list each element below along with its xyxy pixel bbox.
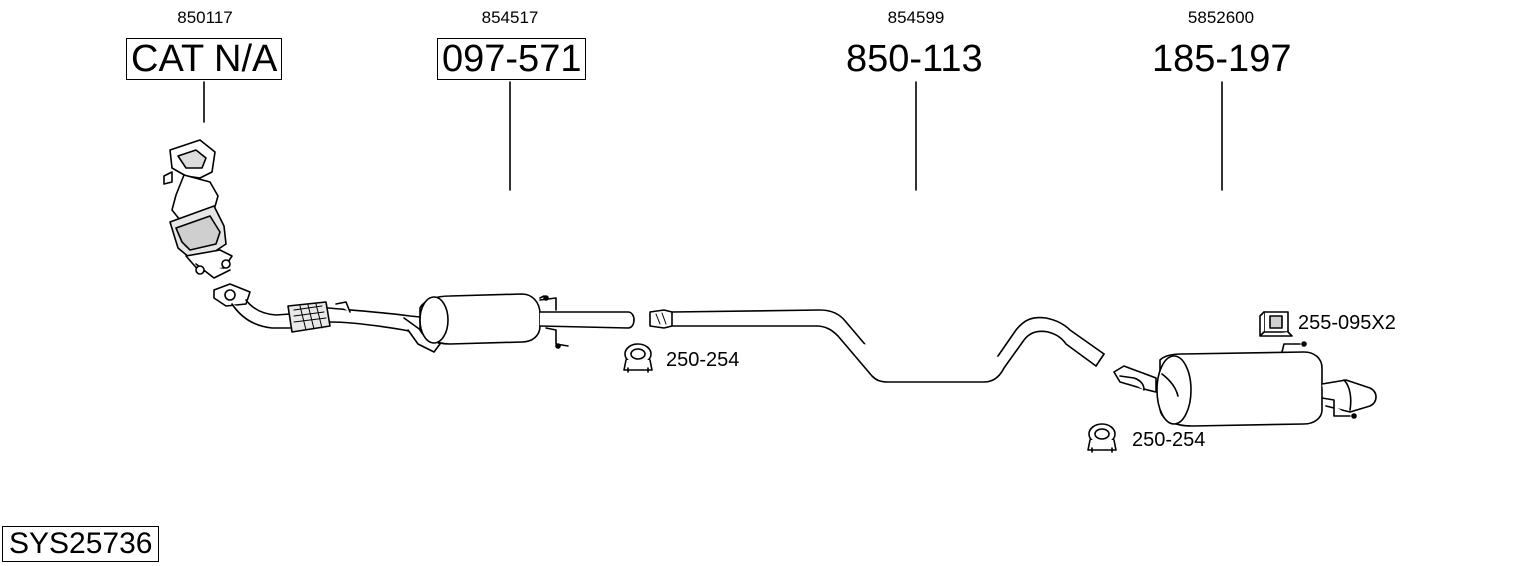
clamp-2-label[interactable]: 250-254 xyxy=(1132,429,1206,451)
front-pipe-icon xyxy=(213,283,441,353)
part-3-ref: 854599 xyxy=(887,8,945,27)
part-1-number[interactable]: CAT N/A xyxy=(126,38,283,80)
rubber-mount-icon xyxy=(1259,311,1293,337)
system-code: SYS25736 xyxy=(2,526,160,562)
middle-pipe-icon xyxy=(649,309,1105,383)
part-4-ref: 5852600 xyxy=(1187,8,1255,27)
clamp-1-label[interactable]: 250-254 xyxy=(666,349,740,371)
rear-silencer-icon xyxy=(1113,341,1377,427)
catalytic-converter-icon xyxy=(163,139,233,279)
part-3-number[interactable]: 850-113 xyxy=(846,38,983,80)
rubber-mount-label[interactable]: 255-095X2 xyxy=(1298,312,1396,334)
part-2-number[interactable]: 097-571 xyxy=(437,38,587,80)
part-4-number[interactable]: 185-197 xyxy=(1152,38,1292,80)
clamp-2-icon xyxy=(1087,423,1117,453)
clamp-1-icon xyxy=(623,343,653,373)
center-silencer-icon xyxy=(419,293,635,349)
part-1-ref: 850117 xyxy=(177,8,233,27)
part-2-ref: 854517 xyxy=(481,8,539,27)
